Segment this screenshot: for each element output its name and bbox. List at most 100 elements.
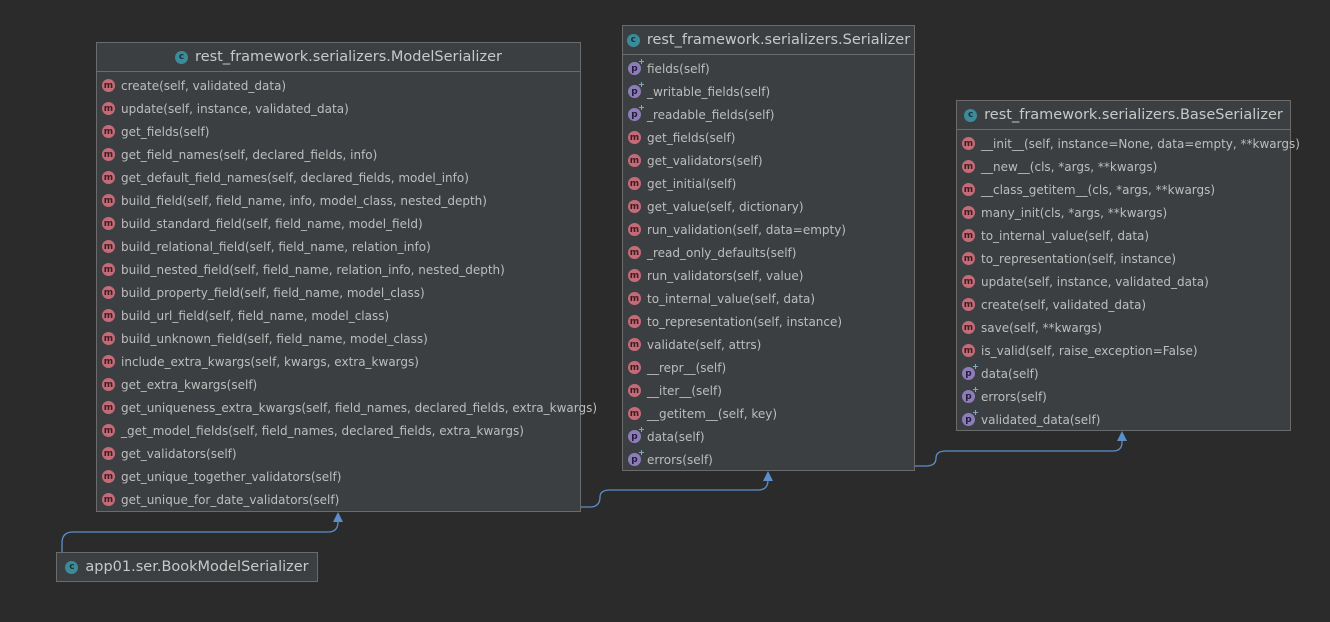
member-row[interactable]: m get_extra_kwargs(self) — [97, 373, 580, 396]
member-signature: get_extra_kwargs(self) — [121, 377, 258, 392]
member-signature: __init__(self, instance=None, data=empty… — [981, 136, 1300, 151]
property-icon: p — [962, 413, 975, 426]
member-signature: update(self, instance, validated_data) — [981, 274, 1209, 289]
member-row[interactable]: p_readable_fields(self) — [623, 103, 914, 126]
member-signature: get_fields(self) — [121, 124, 210, 139]
method-icon: m — [102, 148, 115, 161]
class-name: rest_framework.serializers.Serializer — [646, 32, 911, 48]
member-signature: get_fields(self) — [647, 130, 736, 145]
member-row[interactable]: m__init__(self, instance=None, data=empt… — [957, 132, 1300, 155]
method-icon: m — [102, 240, 115, 253]
member-row[interactable]: m _get_model_fields(self, field_names, de… — [97, 419, 580, 442]
class-header[interactable]: c rest_framework.serializers.ModelSerial… — [97, 43, 580, 72]
member-row[interactable]: m_read_only_defaults(self) — [623, 241, 914, 264]
inheritance-arrowhead — [763, 471, 773, 481]
inheritance-arrowhead — [333, 512, 343, 522]
inheritance-edge[interactable] — [915, 439, 1123, 467]
method-icon: m — [628, 292, 641, 305]
class-icon: c — [964, 108, 978, 122]
method-icon: m — [628, 246, 641, 259]
member-signature: update(self, instance, validated_data) — [121, 101, 349, 116]
member-row[interactable]: p_writable_fields(self) — [623, 80, 914, 103]
property-icon: p — [628, 62, 641, 75]
member-row[interactable]: m__repr__(self) — [623, 356, 914, 379]
property-icon: p — [962, 367, 975, 380]
member-signature: build_property_field(self, field_name, m… — [121, 285, 425, 300]
class-header[interactable]: c rest_framework.serializers.Serializer — [623, 26, 914, 55]
member-signature: errors(self) — [981, 389, 1047, 404]
method-icon: m — [628, 154, 641, 167]
member-row[interactable]: m get_fields(self) — [97, 120, 580, 143]
member-signature: __iter__(self) — [647, 383, 722, 398]
member-signature: build_unknown_field(self, field_name, mo… — [121, 331, 428, 346]
method-icon: m — [102, 125, 115, 138]
member-signature: get_validators(self) — [647, 153, 763, 168]
class-header[interactable]: c rest_framework.serializers.BaseSeriali… — [957, 101, 1290, 130]
inheritance-edge[interactable] — [581, 479, 769, 508]
method-icon: m — [962, 298, 975, 311]
member-row[interactable]: m__new__(cls, *args, **kwargs) — [957, 155, 1290, 178]
class-header[interactable]: c app01.ser.BookModelSerializer — [57, 553, 317, 581]
member-row[interactable]: m get_validators(self) — [623, 149, 914, 172]
member-signature: _get_model_fields(self, field_names, dec… — [121, 423, 524, 438]
member-row[interactable]: m__iter__(self) — [623, 379, 914, 402]
property-icon: p — [628, 430, 641, 443]
member-row[interactable]: m__class_getitem__(cls, *args, **kwargs) — [957, 178, 1290, 201]
member-signature: build_nested_field(self, field_name, rel… — [121, 262, 505, 277]
method-icon: m — [102, 378, 115, 391]
class-box-base-serializer[interactable]: c rest_framework.serializers.BaseSeriali… — [956, 100, 1300, 431]
property-icon: p — [962, 390, 975, 403]
member-row[interactable]: m__getitem__(self, key) — [623, 402, 914, 425]
method-icon: m — [102, 424, 115, 437]
class-name: rest_framework.serializers.BaseSerialize… — [984, 107, 1283, 123]
member-signature: get_field_names(self, declared_fields, i… — [121, 147, 378, 162]
class-box-model-serializer[interactable]: c rest_framework.serializers.ModelSerial… — [96, 42, 597, 512]
method-icon: m — [102, 217, 115, 230]
member-row[interactable]: p errors(self) — [957, 385, 1290, 408]
class-box-serializer[interactable]: c rest_framework.serializers.Serializer … — [622, 25, 915, 471]
member-signature: get_initial(self) — [647, 176, 737, 191]
inheritance-edge[interactable] — [61, 520, 339, 552]
class-box-book-model-serializer[interactable]: c app01.ser.BookModelSerializer — [56, 552, 318, 582]
method-icon: m — [962, 344, 975, 357]
member-row[interactable]: m get_field_names(self, declared_fields, … — [97, 143, 580, 166]
member-signature: get_value(self, dictionary) — [647, 199, 804, 214]
property-icon: p — [628, 85, 641, 98]
